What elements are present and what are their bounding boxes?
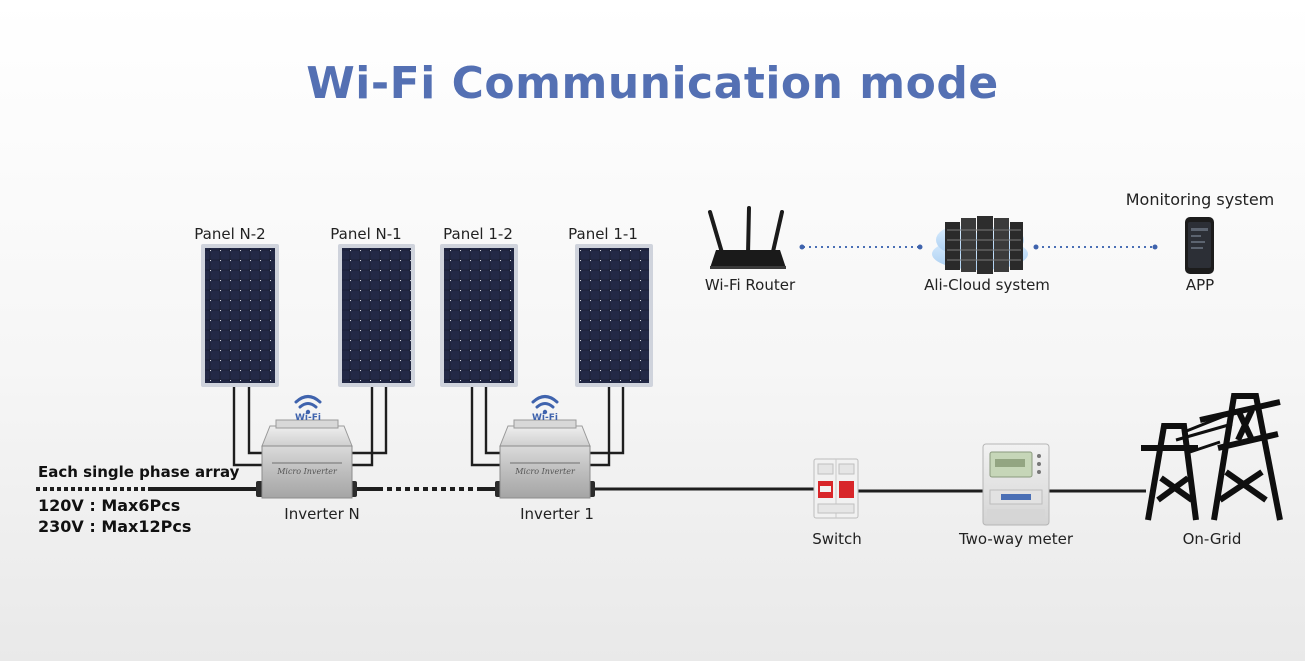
panel-cables	[232, 387, 625, 467]
router-icon	[708, 206, 786, 269]
panel-n1-image	[338, 244, 415, 387]
array-heading: Each single phase array	[38, 463, 240, 481]
meter-label: Two-way meter	[958, 530, 1074, 548]
array-limit-120v: 120V : Max6Pcs	[38, 496, 181, 515]
panel-n2-label: Panel N-2	[194, 225, 266, 243]
grid-label: On-Grid	[1182, 530, 1242, 548]
wifi-badge-label: Wi-Fi	[295, 413, 321, 423]
panel-12-label: Panel 1-2	[443, 225, 513, 243]
monitoring-label: Monitoring system	[1125, 190, 1275, 209]
inverter-n-label: Inverter N	[284, 505, 360, 523]
phone-icon	[1185, 217, 1214, 274]
switch-label: Switch	[812, 530, 862, 548]
router-label: Wi-Fi Router	[704, 276, 796, 294]
cloud-server-icon	[932, 216, 1028, 274]
switch-breaker-icon	[813, 458, 859, 519]
network-links	[799, 244, 1158, 250]
ac-bus	[36, 487, 1146, 493]
panel-11-label: Panel 1-1	[568, 225, 638, 243]
grid-tower-icon	[1141, 393, 1283, 521]
svg-text:Micro Inverter: Micro Inverter	[514, 467, 576, 476]
svg-text:Micro Inverter: Micro Inverter	[276, 467, 338, 476]
inverter-1-label: Inverter 1	[520, 505, 594, 523]
wifi-icon	[294, 395, 322, 415]
panel-n2-image	[201, 244, 279, 387]
inverter-n-image: Micro Inverter	[256, 419, 357, 499]
array-limit-230v: 230V : Max12Pcs	[38, 517, 192, 536]
page-title: Wi-Fi Communication mode	[306, 58, 999, 109]
panel-11-image	[575, 244, 653, 387]
panel-n1-label: Panel N-1	[330, 225, 402, 243]
wifi-icon	[531, 395, 559, 415]
inverter-1-image: Micro Inverter	[495, 419, 595, 499]
two-way-meter-icon	[982, 443, 1050, 526]
cloud-label: Ali-Cloud system	[924, 276, 1050, 294]
wifi-badge-label: Wi-Fi	[532, 413, 558, 423]
app-label: APP	[1185, 276, 1215, 294]
panel-12-image	[440, 244, 518, 387]
